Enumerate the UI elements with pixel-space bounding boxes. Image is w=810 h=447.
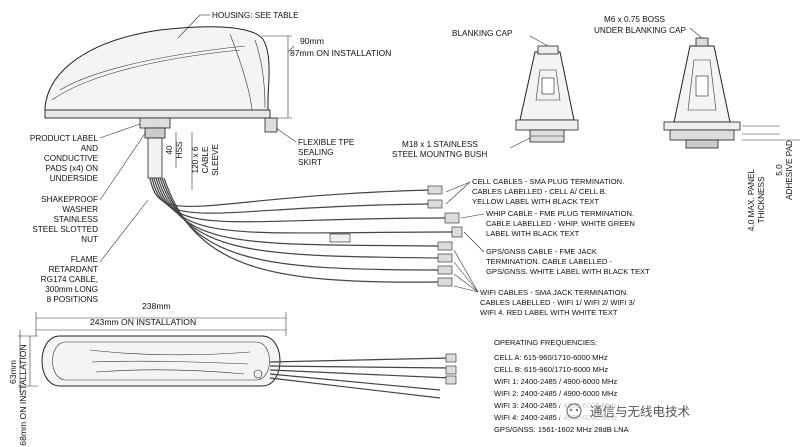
wechat-icon [566, 403, 582, 419]
bush-label-1: M18 x 1 STAINLESS [402, 140, 478, 149]
sleeve-dim: 120 x 6 CABLE SLEEVE [191, 132, 220, 190]
skirt-label-2: SEALING [298, 148, 334, 157]
svg-text:4.0 MAX. PANEL: 4.0 MAX. PANEL [747, 168, 756, 231]
antenna-top-view [41, 335, 457, 399]
svg-text:STEEL SLOTTED: STEEL SLOTTED [32, 225, 98, 234]
cell-cables-3: YELLOW LABEL WITH BLACK TEXT [472, 197, 599, 206]
bush-label-2: STEEL MOUNTNG BUSH [392, 150, 487, 159]
svg-text:RG174 CABLE,: RG174 CABLE, [41, 275, 98, 284]
skirt-label-3: SKIRT [298, 158, 322, 167]
svg-text:PADS (x4) ON: PADS (x4) ON [45, 164, 98, 173]
operating-frequencies: OPERATING FREQUENCIES: CELL A: 615-960/1… [494, 338, 630, 434]
frequency-row: CELL A: 615-960/1710-6000 MHz [494, 353, 608, 362]
svg-text:RETARDANT: RETARDANT [49, 265, 98, 274]
frequency-row: WIFI 3: 2400-2485 / 4900-6000 MHz [494, 401, 617, 410]
whip-cable-1: WHIP CABLE - FME PLUG TERMINATION. [486, 209, 634, 218]
wifi-cables-3: WIFI 4. RED LABEL WITH WHITE TEXT [480, 308, 618, 317]
housing-label: HOUSING: SEE TABLE [212, 11, 299, 20]
cable-bundle [149, 177, 463, 287]
svg-text:THICKNESS: THICKNESS [757, 176, 766, 223]
svg-text:300mm LONG: 300mm LONG [45, 285, 98, 294]
svg-text:40: 40 [165, 145, 174, 155]
panel-thickness-dim: 4.0 MAX. PANEL THICKNESS [742, 125, 780, 231]
frequency-row: CELL B: 615-960/1710-6000 MHz [494, 365, 608, 374]
svg-text:AND: AND [81, 144, 98, 153]
width-238-label: 238mm [142, 301, 171, 311]
flame-callout: FLAME RETARDANT RG174 CABLE, 300mm LONG … [41, 199, 149, 304]
boss-label-1: M6 x 0.75 BOSS [604, 15, 666, 24]
svg-text:SLEEVE: SLEEVE [211, 144, 220, 176]
wifi-cables-2: CABLES LABELLED - WIFI 1/ WIFI 2/ WIFI 3… [480, 298, 636, 307]
watermark: 通信与无线电技术 [560, 400, 806, 422]
width-243-label: 243mm ON INSTALLATION [90, 317, 196, 327]
frequency-row: WIFI 4: 2400-2485 / 4900-6000 MHz [494, 413, 617, 422]
height-87-label: 87mm ON INSTALLATION [290, 48, 391, 58]
svg-text:WASHER: WASHER [62, 205, 98, 214]
frequency-row: WIFI 2: 2400-2485 / 4900-6000 MHz [494, 389, 617, 398]
blanking-cap-view [515, 45, 579, 143]
watermark-text: 通信与无线电技术 [590, 404, 691, 419]
svg-text:120 x 6: 120 x 6 [191, 146, 200, 173]
frequency-row: WIFI 1: 2400-2485 / 4900-6000 MHz [494, 377, 617, 386]
wifi-cables-1: WIFI CABLES - SMA JACK TERMINATION. [480, 288, 628, 297]
svg-text:NUT: NUT [81, 235, 98, 244]
adhesive-pad-dim: 5.0 ADHESIVE PAD [742, 139, 800, 200]
cell-cables-2: CABLES LABELLED - CELL A/ CELL B. [472, 187, 607, 196]
svg-text:CABLE: CABLE [201, 146, 210, 173]
svg-text:FLAME: FLAME [71, 255, 99, 264]
svg-text:UNDERSIDE: UNDERSIDE [50, 174, 99, 183]
height-90-label: 90mm [300, 36, 324, 46]
boss-view [663, 37, 741, 149]
washer-callout: SHAKEPROOF WASHER STAINLESS STEEL SLOTTE… [32, 131, 147, 244]
frequencies-title: OPERATING FREQUENCIES: [494, 338, 597, 347]
whip-cable-3: LABEL WITH BLACK TEXT [486, 229, 580, 238]
svg-text:SHAKEPROOF: SHAKEPROOF [41, 195, 98, 204]
hss-dim: 40 HSS [165, 132, 184, 168]
whip-cable-2: CABLE LABELLED - WHIP. WHITE GREEN [486, 219, 635, 228]
depth-68-label: 68mm ON INSTALLATION [18, 344, 28, 445]
svg-text:CONDUCTIVE: CONDUCTIVE [44, 154, 99, 163]
cell-cables-1: CELL CABLES - SMA PLUG TERMINATION. [472, 177, 624, 186]
gps-cable-1: GPS/GNSS CABLE - FME JACK [486, 247, 597, 256]
boss-label-2: UNDER BLANKING CAP [594, 26, 686, 35]
product-label-callout: PRODUCT LABEL AND CONDUCTIVE PADS (x4) O… [30, 123, 141, 183]
blanking-cap-label: BLANKING CAP [452, 29, 513, 38]
depth-63-label: 63mm [8, 360, 18, 384]
svg-text:5.0: 5.0 [775, 164, 784, 176]
antenna-side-view [44, 26, 278, 179]
svg-text:STAINLESS: STAINLESS [54, 215, 99, 224]
svg-text:ADHESIVE PAD: ADHESIVE PAD [785, 140, 794, 200]
svg-text:PRODUCT LABEL: PRODUCT LABEL [30, 134, 99, 143]
svg-text:HSS: HSS [175, 141, 184, 158]
svg-text:8 POSITIONS: 8 POSITIONS [47, 295, 99, 304]
frequency-row: GPS/GNSS: 1561-1602 MHz 28dB LNA [494, 425, 630, 434]
gps-cable-2: TERMINATION. CABLE LABELLED - [486, 257, 613, 266]
skirt-label-1: FLEXIBLE TPE [298, 138, 355, 147]
gps-cable-3: GPS/GNSS. WHITE LABEL WITH BLACK TEXT [486, 267, 650, 276]
